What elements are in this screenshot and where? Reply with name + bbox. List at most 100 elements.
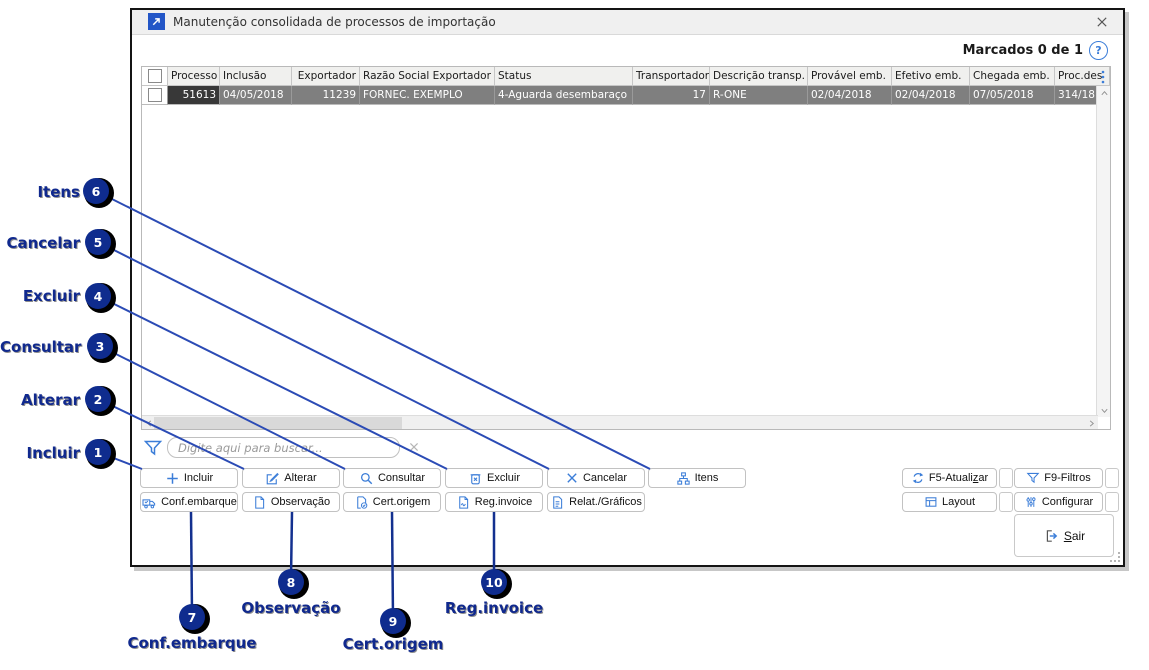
callout-label-excluir: Excluir (22, 287, 80, 305)
col-razao-social[interactable]: Razão Social Exportador (360, 67, 495, 86)
itens-button[interactable]: Itens (648, 468, 746, 488)
relat-graficos-button[interactable]: Relat./Gráficos (547, 492, 645, 512)
badge-6: 6 (83, 178, 109, 204)
cell-processo[interactable]: 51613 (168, 86, 220, 105)
note-page-icon (255, 495, 264, 509)
itens-label: Itens (694, 472, 719, 484)
grid-header-row: Processo Inclusão Exportador Razão Socia… (142, 67, 1110, 86)
callout-label-incluir: Incluir (26, 444, 80, 462)
configurar-label: Configurar (1041, 496, 1094, 508)
consultar-button[interactable]: Consultar (343, 468, 441, 488)
cell-transportador[interactable]: 17 (633, 86, 710, 105)
col-transportador[interactable]: Transportador (633, 67, 710, 86)
badge-3: 3 (87, 333, 113, 359)
cell-status[interactable]: 4-Aguarda desembaraço (495, 86, 633, 105)
col-exportador[interactable]: Exportador (292, 67, 360, 86)
callout-label-observacao: Observação (241, 599, 341, 617)
col-chegada-emb[interactable]: Chegada emb. (970, 67, 1055, 86)
filter-funnel-icon[interactable] (143, 438, 163, 458)
excluir-button[interactable]: Excluir (445, 468, 543, 488)
cell-efetivo-emb[interactable]: 02/04/2018 (892, 86, 970, 105)
badge-7: 7 (179, 604, 205, 630)
vertical-scrollbar[interactable] (1096, 86, 1110, 417)
excluir-label: Excluir (486, 472, 520, 484)
search-icon (360, 472, 373, 484)
conf-embarque-label: Conf.embarque (161, 496, 237, 508)
layout-button[interactable]: Layout (902, 492, 997, 512)
f5-atualizar-button[interactable]: F5-Atualizar (902, 468, 997, 488)
cell-exportador[interactable]: 11239 (292, 86, 360, 105)
callout-label-conf-embarque: Conf.embarque (127, 634, 257, 652)
cert-origem-button[interactable]: Cert.origem (343, 492, 441, 512)
f5-atualizar-label: F5-Atualizar (928, 472, 989, 484)
process-grid: Processo Inclusão Exportador Razão Socia… (141, 66, 1111, 430)
incluir-button[interactable]: Incluir (140, 468, 238, 488)
reg-invoice-label: Reg.invoice (474, 496, 533, 508)
badge-2: 2 (85, 386, 111, 412)
configurar-button[interactable]: Configurar (1014, 492, 1103, 512)
trash-x-icon (470, 473, 481, 484)
clear-search-icon[interactable] (406, 439, 422, 455)
col-proc-des[interactable]: Proc.des (1055, 67, 1110, 86)
callout-label-alterar: Alterar (20, 391, 80, 409)
badge-10: 10 (481, 569, 507, 595)
f9-filtros-button[interactable]: F9-Filtros (1014, 468, 1103, 488)
help-icon[interactable]: ? (1089, 41, 1108, 60)
badge-5: 5 (85, 229, 111, 255)
exit-icon (1046, 529, 1058, 542)
incluir-label: Incluir (183, 472, 214, 484)
invoice-signature-icon (458, 495, 468, 509)
col-status[interactable]: Status (495, 67, 633, 86)
cancelar-button[interactable]: Cancelar (547, 468, 645, 488)
col-descricao-transp[interactable]: Descrição transp. (710, 67, 808, 86)
cell-descricao-transp[interactable]: R-ONE (710, 86, 808, 105)
f9-filtros-label: F9-Filtros (1044, 472, 1091, 484)
table-row[interactable]: 51613 04/05/2018 11239 FORNEC. EXEMPLO 4… (142, 86, 1110, 105)
cell-chegada-emb[interactable]: 07/05/2018 (970, 86, 1055, 105)
f5-dropdown[interactable] (999, 468, 1013, 488)
col-processo[interactable]: Processo (168, 67, 220, 86)
scroll-up-icon[interactable] (1097, 86, 1111, 100)
row-checkbox[interactable] (147, 88, 162, 102)
reg-invoice-button[interactable]: Reg.invoice (445, 492, 543, 512)
app-window: Manutenção consolidada de processos de i… (130, 8, 1125, 567)
window-app-icon (148, 13, 165, 30)
sair-button[interactable]: Sair (1014, 514, 1114, 557)
select-all-cell[interactable] (142, 67, 168, 86)
search-input[interactable] (167, 437, 400, 458)
col-inclusao[interactable]: Inclusão (220, 67, 292, 86)
alterar-button[interactable]: Alterar (242, 468, 340, 488)
titlebar: Manutenção consolidada de processos de i… (132, 10, 1123, 35)
truck-icon (142, 498, 156, 508)
resize-grip[interactable] (1110, 552, 1120, 562)
sitemap-icon (676, 471, 690, 485)
close-icon[interactable] (1093, 13, 1111, 31)
edit-icon (266, 472, 280, 484)
col-efetivo-emb[interactable]: Efetivo emb. (892, 67, 970, 86)
col-provavel-emb[interactable]: Provável emb. (808, 67, 892, 86)
cancel-x-icon (567, 473, 577, 483)
row-select-cell[interactable] (142, 86, 168, 105)
callout-label-cert-origem: Cert.origem (342, 635, 444, 653)
observacao-label: Observação (270, 496, 331, 508)
cell-provavel-emb[interactable]: 02/04/2018 (808, 86, 892, 105)
configurar-dropdown[interactable] (1105, 492, 1119, 512)
hscroll-thumb[interactable] (154, 417, 402, 429)
cell-inclusao[interactable]: 04/05/2018 (220, 86, 292, 105)
scroll-right-icon[interactable] (1084, 416, 1098, 430)
sair-label: Sair (1063, 528, 1086, 543)
observacao-button[interactable]: Observação (242, 492, 340, 512)
f9-dropdown[interactable] (1105, 468, 1119, 488)
cell-razao-social[interactable]: FORNEC. EXEMPLO (360, 86, 495, 105)
layout-dropdown[interactable] (999, 492, 1013, 512)
callout-label-itens: Itens (37, 183, 80, 201)
window-title: Manutenção consolidada de processos de i… (173, 15, 496, 29)
sliders-icon (1026, 497, 1036, 507)
conf-embarque-button[interactable]: Conf.embarque (140, 492, 238, 512)
column-menu-icon[interactable] (1096, 68, 1109, 85)
horizontal-scrollbar[interactable] (142, 415, 1098, 429)
callout-label-reg-invoice: Reg.invoice (444, 599, 544, 617)
scroll-down-icon[interactable] (1097, 403, 1111, 417)
select-all-checkbox[interactable] (147, 69, 162, 83)
